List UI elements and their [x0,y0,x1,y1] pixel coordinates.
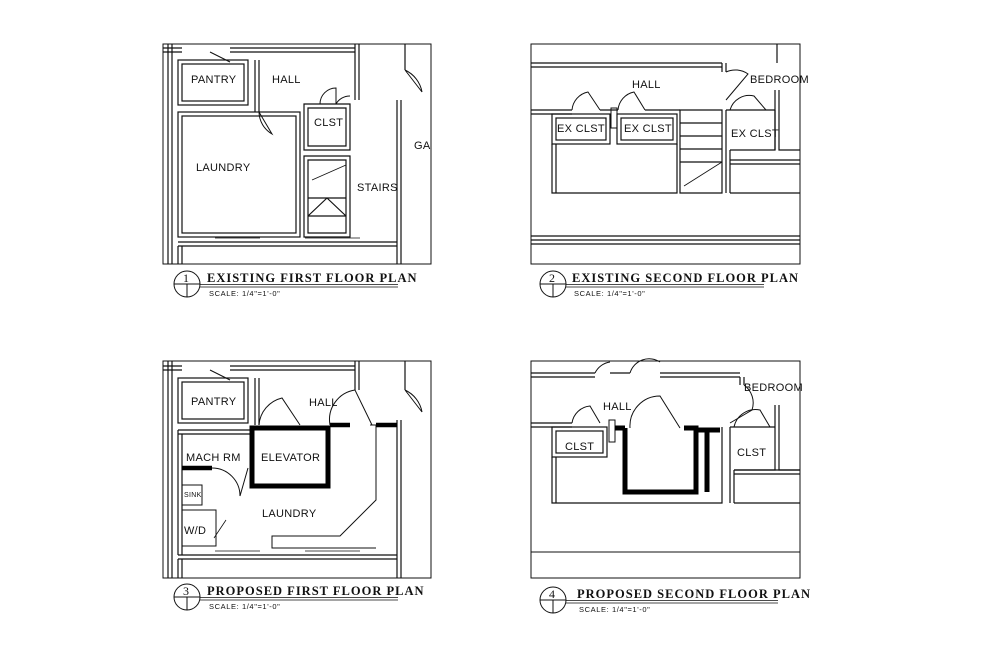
title-block-4: 4 PROPOSED SECOND FLOOR PLAN SCALE: 1/4"… [539,586,811,614]
walls [163,44,406,264]
room-labels: HALL BEDROOM CLST CLST [565,382,803,459]
room-labels: PANTRY HALL MACH RM ELEVATOR SINK LAUNDR… [184,396,338,537]
room-label-hall: HALL [603,401,632,413]
plan-number: 3 [183,584,189,598]
room-label-pantry: PANTRY [191,74,237,86]
room-label-clst: CLST [737,447,766,459]
room-label-laundry: LAUNDRY [196,162,251,174]
room-label-clst: CLST [565,441,594,453]
room-label-wd: W/D [184,525,206,537]
plan-proposed-first-floor: PANTRY HALL MACH RM ELEVATOR SINK LAUNDR… [162,360,432,611]
plan-scale: SCALE: 1/4"=1'-0" [579,605,650,614]
title-block-3: 3 PROPOSED FIRST FLOOR PLAN SCALE: 1/4"=… [173,583,425,611]
room-label-hall: HALL [309,397,338,409]
room-labels: PANTRY HALL CLST LAUNDRY STAIRS GA [191,74,431,194]
door-swings [209,51,423,136]
room-label-ex-clst: EX CLST [624,123,672,135]
plan-existing-first-floor: PANTRY HALL CLST LAUNDRY STAIRS GA 1 EXI… [162,43,432,298]
room-label-pantry: PANTRY [191,396,237,408]
elevator-shaft-new [249,425,331,489]
viewport-frame [530,43,801,265]
plan-number: 1 [183,271,189,285]
title-block-1: 1 EXISTING FIRST FLOOR PLAN SCALE: 1/4"=… [173,270,418,298]
plan-scale: SCALE: 1/4"=1'-0" [209,602,280,611]
room-label-elevator: ELEVATOR [261,452,320,464]
room-label-bedroom: BEDROOM [750,74,809,86]
room-label-hall: HALL [272,74,301,86]
room-label-clst: CLST [314,117,343,129]
plan-title: PROPOSED FIRST FLOOR PLAN [207,584,425,598]
plan-title: PROPOSED SECOND FLOOR PLAN [577,587,811,601]
plan-title: EXISTING FIRST FLOOR PLAN [207,271,418,285]
title-block-2: 2 EXISTING SECOND FLOOR PLAN SCALE: 1/4"… [539,270,799,298]
walls [531,44,800,245]
plan-title: EXISTING SECOND FLOOR PLAN [572,271,799,285]
room-label-garage: GA [414,140,431,152]
room-label-ex-clst: EX CLST [731,128,779,140]
room-label-laundry: LAUNDRY [262,508,317,520]
plan-number: 4 [549,587,555,601]
plan-proposed-second-floor: HALL BEDROOM CLST CLST 4 PROPOSED SECOND… [530,358,811,614]
viewport-frame [162,43,432,265]
room-label-sink: SINK [184,492,202,499]
elevator-shaft-new [615,425,720,495]
room-label-ex-clst: EX CLST [557,123,605,135]
room-label-stairs: STAIRS [357,182,398,194]
door-swings [571,69,767,111]
walls [163,361,406,578]
viewport-frame [162,360,432,579]
room-label-hall: HALL [632,79,661,91]
plan-scale: SCALE: 1/4"=1'-0" [574,289,645,298]
plan-scale: SCALE: 1/4"=1'-0" [209,289,280,298]
door-swings [571,358,771,429]
room-label-bedroom: BEDROOM [744,382,803,394]
door-swings [209,369,423,497]
plan-existing-second-floor: HALL BEDROOM EX CLST EX CLST EX CLST 2 E… [530,43,809,298]
room-label-mach-rm: MACH RM [186,452,241,464]
plan-number: 2 [549,271,555,285]
room-labels: HALL BEDROOM EX CLST EX CLST EX CLST [557,74,809,140]
walls [531,372,800,553]
